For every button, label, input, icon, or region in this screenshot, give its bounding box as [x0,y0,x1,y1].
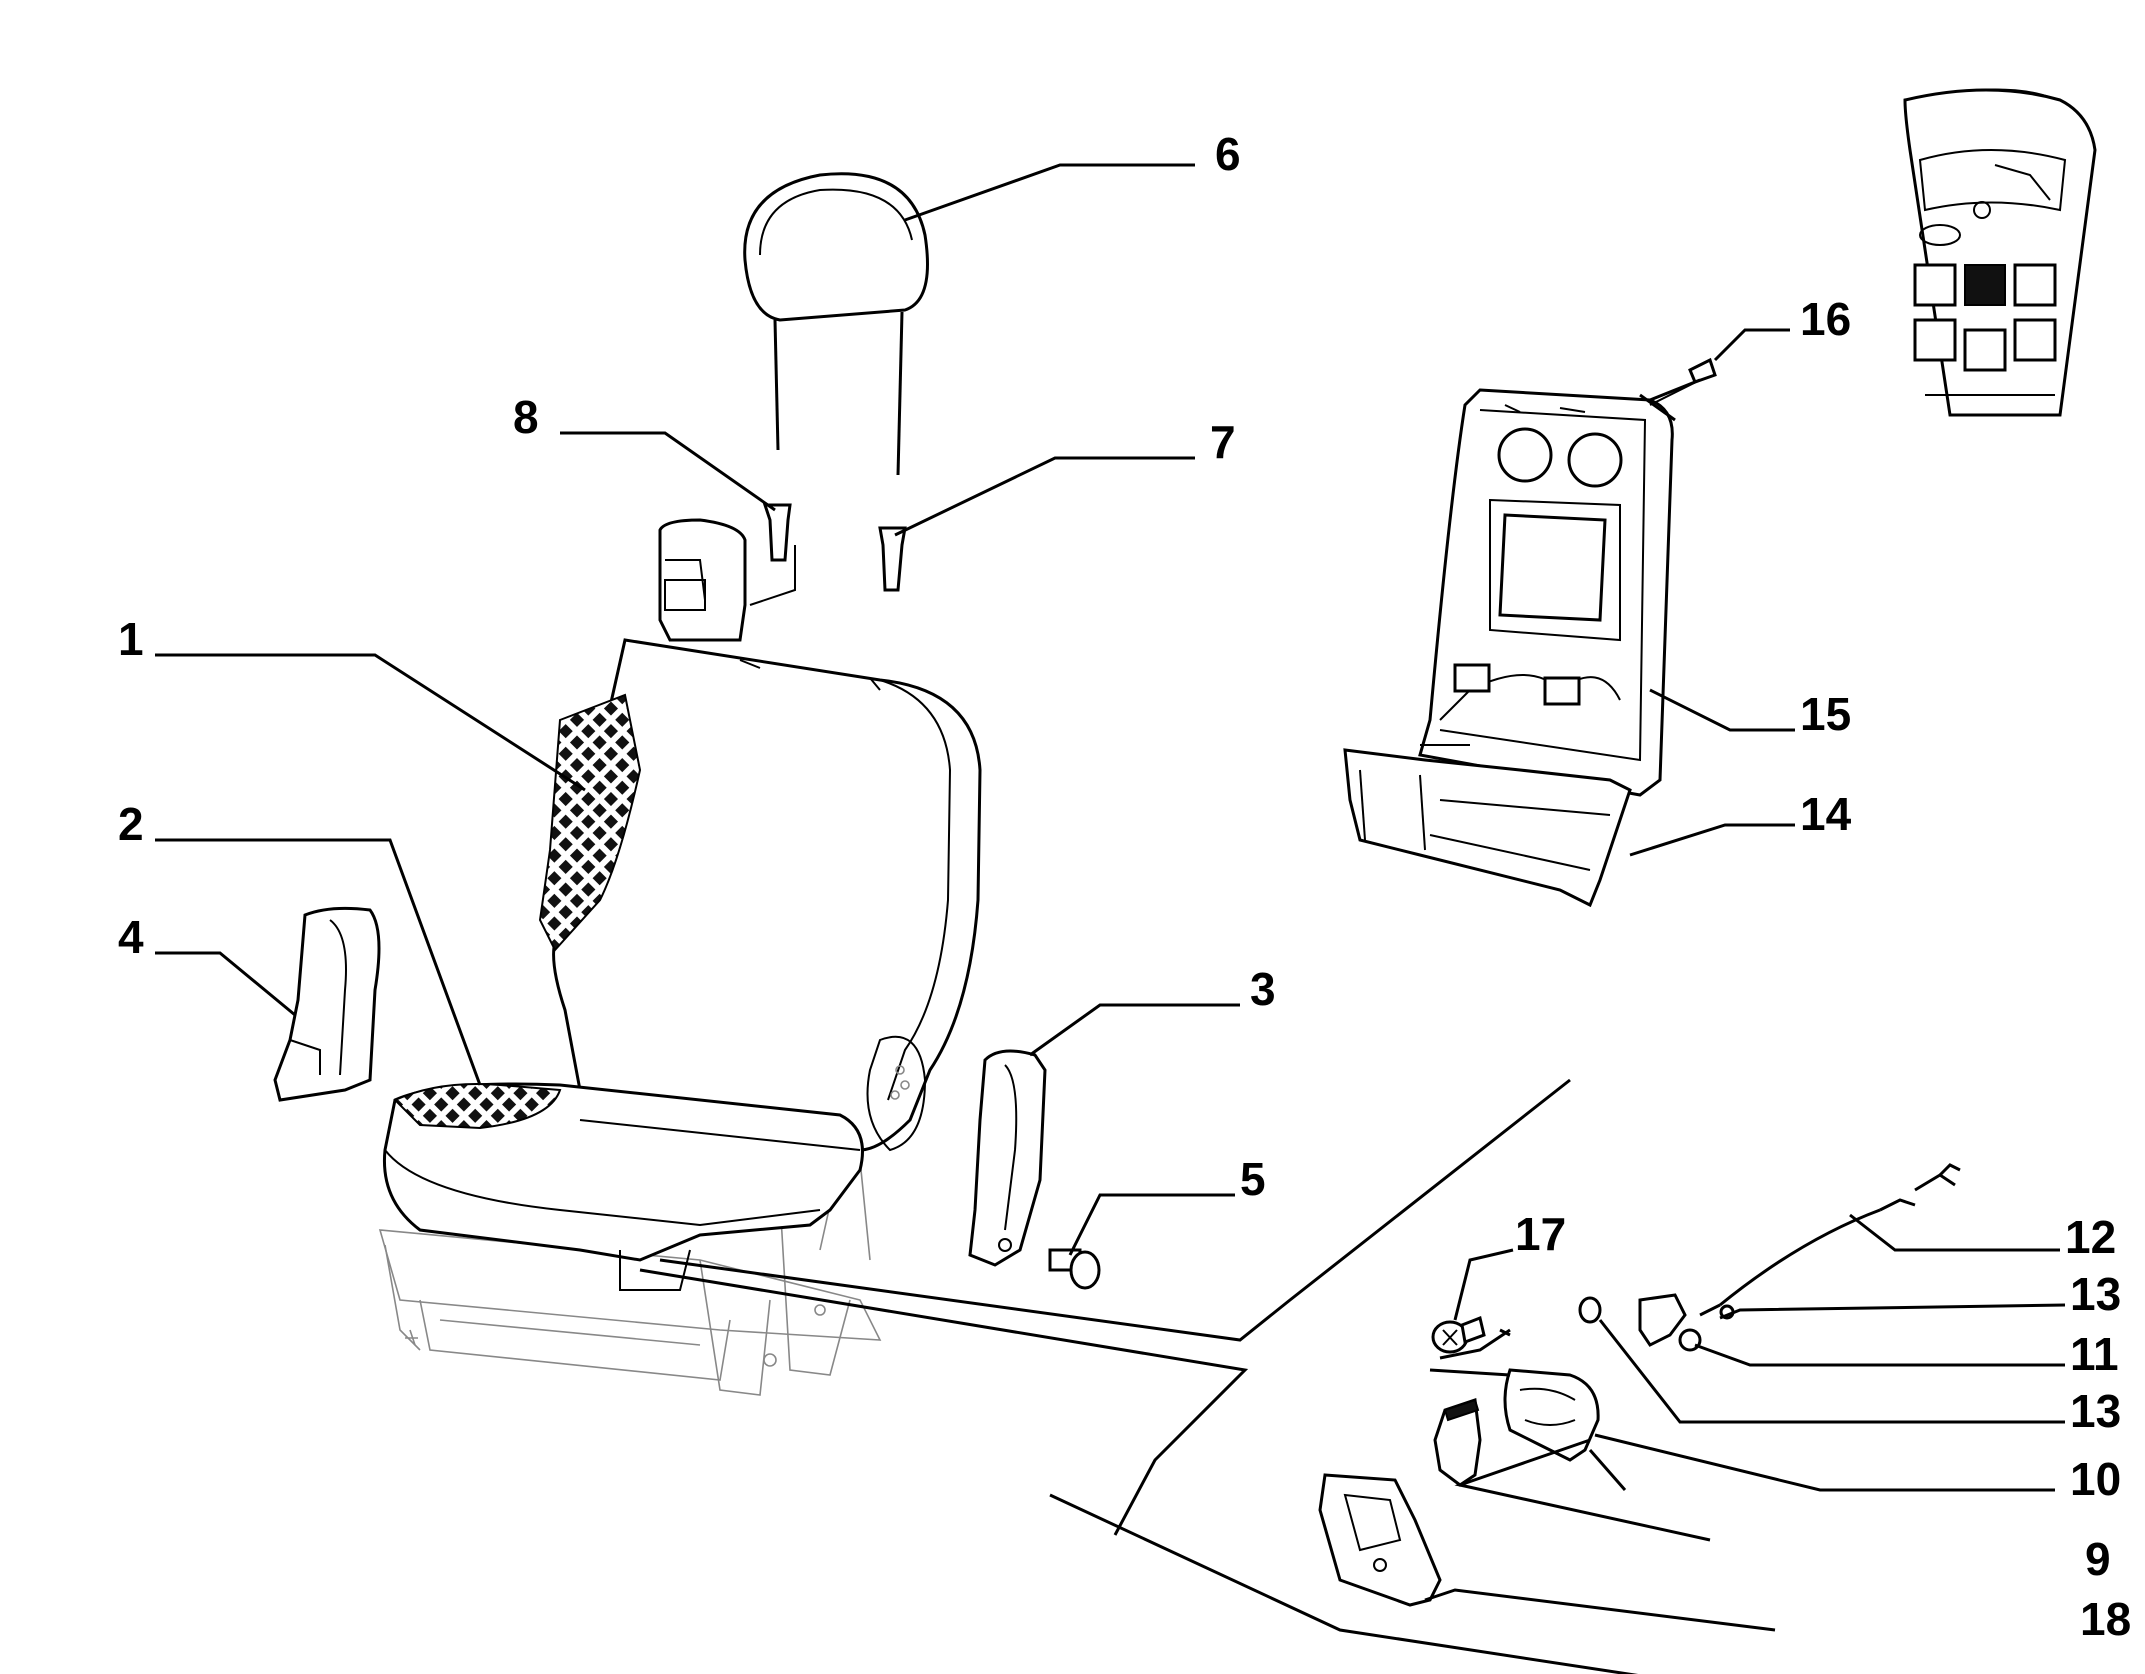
callout-12: 12 [2065,1211,2116,1263]
release-cable [1699,1163,1961,1317]
backrest-panel [1418,388,1674,797]
callout-labels: 1 2 3 4 5 6 7 8 9 10 11 12 13 13 14 15 1… [118,128,2131,1645]
lever-housing [1503,1368,1600,1462]
side-trim-left [273,906,381,1102]
headrest [743,172,929,476]
headrest-guide-right [878,526,907,592]
callout-7: 7 [1210,416,1236,468]
seat-backrest [538,518,982,1152]
lower-trim-tray [1343,748,1632,908]
seat-cushion [382,1035,927,1291]
callout-3: 3 [1250,963,1276,1015]
headrest-guide-left [749,503,796,606]
handle-bezel [1318,1473,1442,1607]
guide-lines [639,378,1701,1536]
leader-lines [155,163,2066,1674]
lever-cap [1433,1397,1482,1487]
screw-17 [1431,1315,1486,1354]
lever-mechanism [1578,1293,1735,1352]
callout-6: 6 [1215,128,1241,180]
callout-16: 16 [1800,293,1851,345]
callout-1: 1 [118,613,144,665]
callout-5: 5 [1240,1153,1266,1205]
screw-16 [1649,357,1717,406]
callout-2: 2 [118,798,144,850]
side-trim-right [968,1049,1047,1267]
callout-14: 14 [1800,788,1852,840]
callout-11: 11 [2070,1328,2119,1380]
callout-8: 8 [513,391,539,443]
callout-4: 4 [118,911,144,963]
callout-13-upper: 13 [2070,1268,2121,1320]
callout-18: 18 [2080,1593,2131,1645]
callout-9: 9 [2085,1533,2111,1585]
seat-frame [378,1059,901,1396]
callout-10: 10 [2070,1453,2121,1505]
callout-15: 15 [1800,688,1851,740]
screw-5 [1048,1248,1101,1290]
vehicle-locator-icon [1903,88,2097,417]
callout-13-lower: 13 [2070,1385,2121,1437]
callout-17: 17 [1515,1208,1566,1260]
